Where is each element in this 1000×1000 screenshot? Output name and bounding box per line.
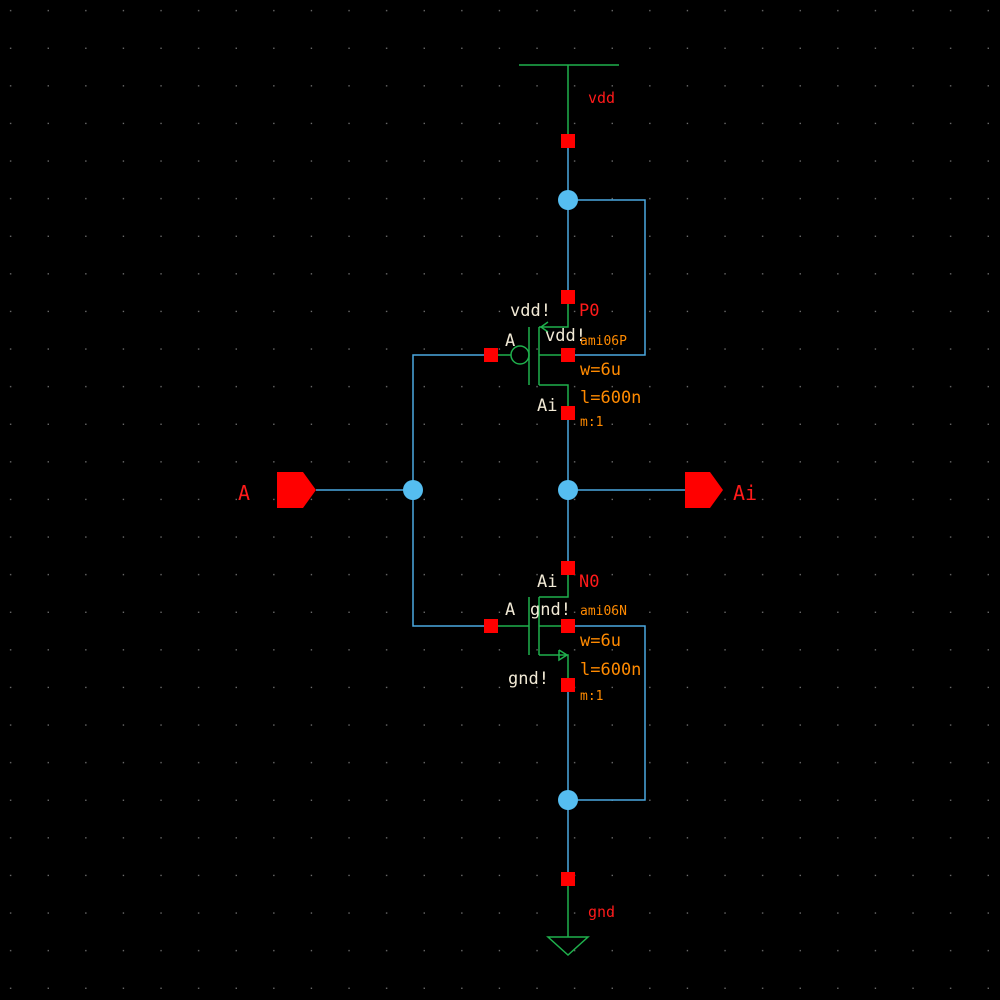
output-pin-label: Ai bbox=[733, 481, 757, 505]
junction-dot bbox=[558, 190, 578, 210]
junction-dot bbox=[558, 480, 578, 500]
pmos-model: ami06P bbox=[580, 334, 627, 349]
nmos-instance-name: N0 bbox=[579, 572, 599, 592]
gnd-symbol[interactable]: gnd bbox=[546, 872, 615, 957]
gnd-label: gnd bbox=[588, 903, 615, 921]
pmos-width: w=6u bbox=[580, 360, 621, 380]
pmos-length: l=600n bbox=[580, 388, 641, 408]
nmos-source-pin bbox=[561, 678, 575, 692]
input-pin-a[interactable]: A bbox=[238, 472, 316, 508]
input-pin-label: A bbox=[238, 481, 250, 505]
nmos-bulk-net: gnd! bbox=[530, 600, 571, 620]
pmos-gate-net: A bbox=[505, 331, 515, 351]
vdd-label: vdd bbox=[588, 89, 615, 107]
pmos-drain-pin bbox=[561, 406, 575, 420]
nmos-bulk-pin bbox=[561, 619, 575, 633]
pmos-bulk-net: vdd! bbox=[510, 301, 551, 321]
nmos-width: w=6u bbox=[580, 631, 621, 651]
pmos-gate-pin bbox=[484, 348, 498, 362]
nmos-gate-pin bbox=[484, 619, 498, 633]
nmos-length: l=600n bbox=[580, 660, 641, 680]
nmos-transistor[interactable]: N0 Ai A gnd! gnd! ami06N w=6u l=600n m:1 bbox=[484, 561, 641, 704]
junction-dot bbox=[403, 480, 423, 500]
nmos-multiplier: m:1 bbox=[580, 689, 603, 704]
pmos-multiplier: m:1 bbox=[580, 415, 603, 430]
pmos-transistor[interactable]: P0 vdd! A vdd! Ai ami06P w=6u l=600n m:1 bbox=[484, 290, 641, 430]
junction-dot bbox=[558, 790, 578, 810]
pmos-instance-name: P0 bbox=[579, 301, 599, 321]
nmos-drain-pin bbox=[561, 561, 575, 575]
pmos-source-net: vdd! bbox=[545, 326, 586, 346]
nmos-model: ami06N bbox=[580, 604, 627, 619]
pmos-bulk-pin bbox=[561, 348, 575, 362]
pmos-drain-net: Ai bbox=[537, 396, 557, 416]
pmos-source-pin bbox=[561, 290, 575, 304]
nmos-source-net: gnd! bbox=[508, 669, 549, 689]
output-pin-ai[interactable]: Ai bbox=[685, 472, 757, 508]
nmos-gate-net: A bbox=[505, 600, 515, 620]
vdd-symbol[interactable]: vdd bbox=[519, 64, 619, 148]
wires[interactable] bbox=[316, 148, 685, 872]
nmos-drain-net: Ai bbox=[537, 572, 557, 592]
